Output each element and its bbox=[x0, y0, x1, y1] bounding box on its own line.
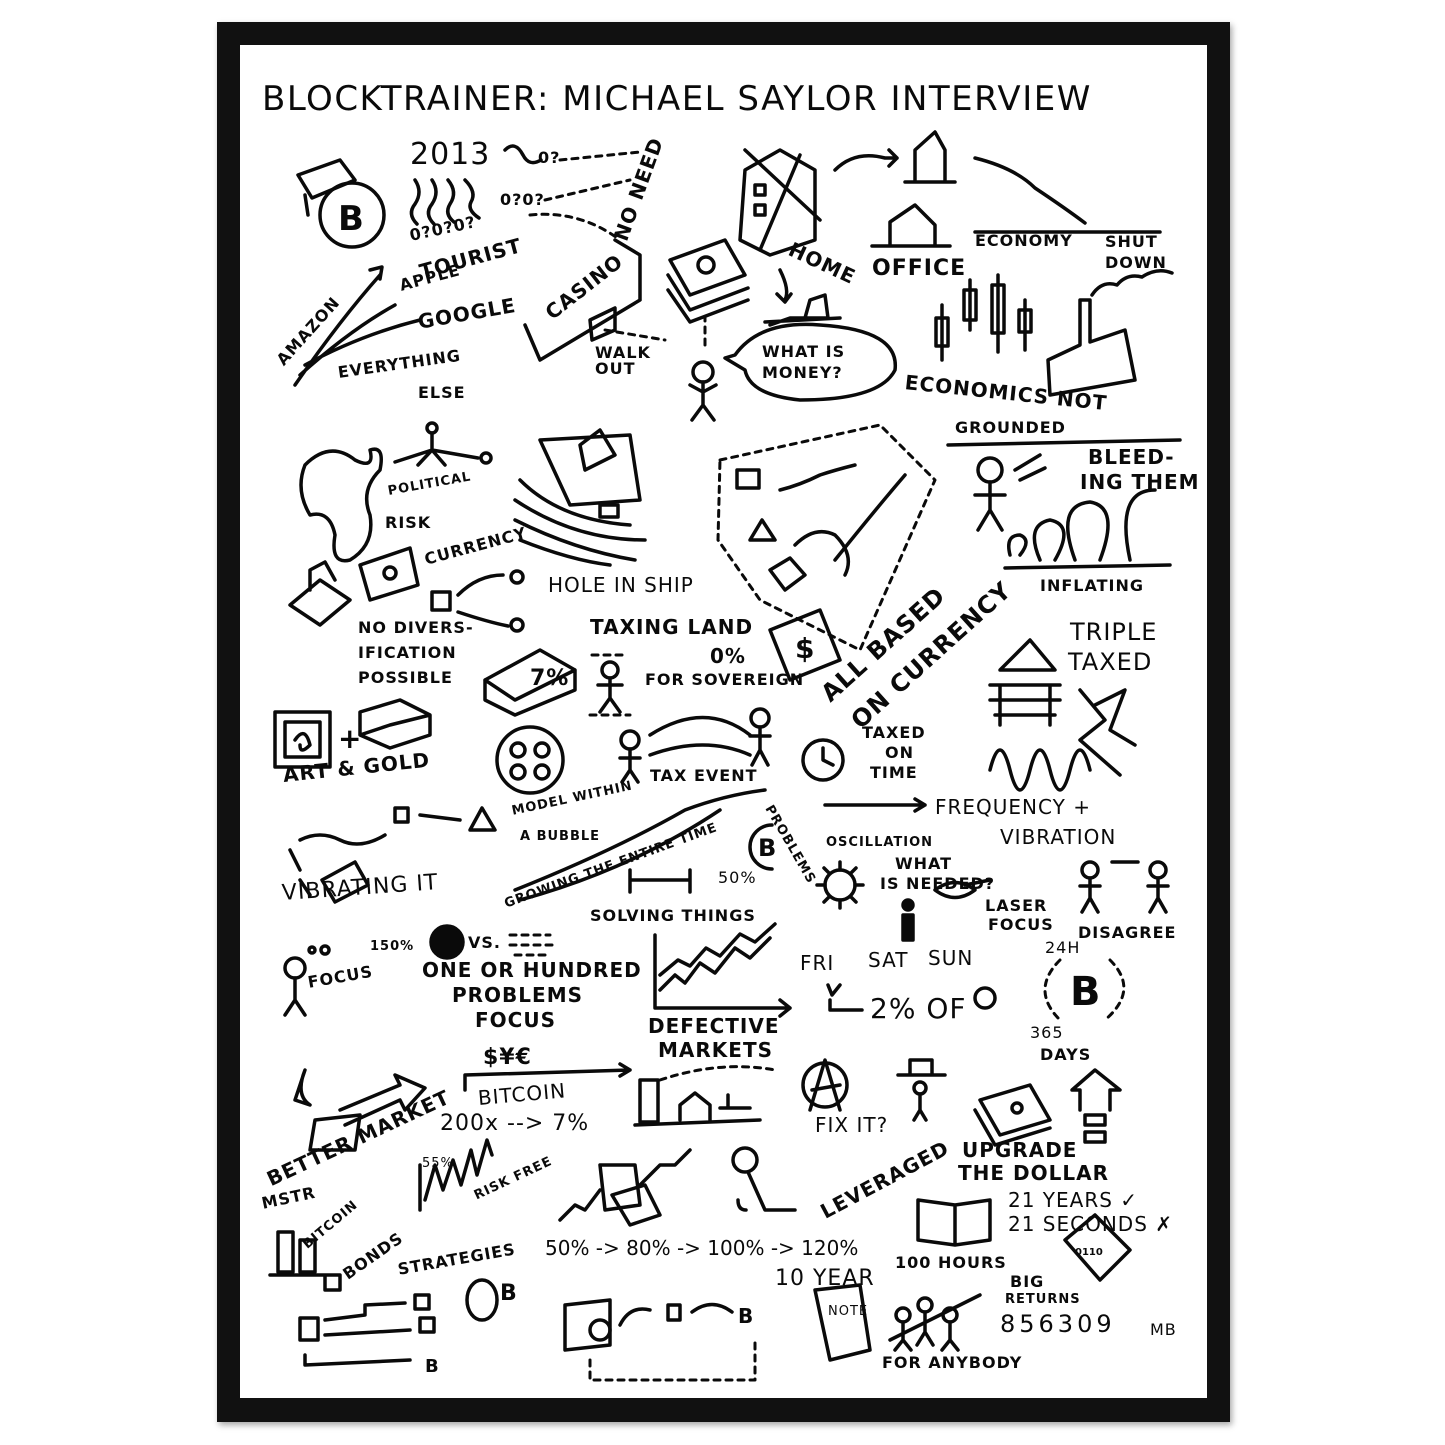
label-sat: SAT bbox=[868, 948, 909, 972]
label-2013: 2013 bbox=[410, 137, 491, 172]
label-21-seconds: 21 SECONDS ✗ bbox=[1008, 1212, 1174, 1236]
label-the-dollar: THE DOLLAR bbox=[958, 1161, 1109, 1185]
artist-signature: MB bbox=[1150, 1320, 1177, 1339]
label-economy: ECONOMY bbox=[975, 231, 1073, 250]
label-a-bubble: A BUBBLE bbox=[520, 829, 601, 844]
label-for-anybody: FOR ANYBODY bbox=[882, 1353, 1023, 1372]
label-hole-in-ship: HOLE IN SHIP bbox=[548, 573, 694, 597]
label-focus-2: FOCUS bbox=[475, 1008, 556, 1032]
label-what: WHAT bbox=[895, 854, 953, 873]
label-walk-out: WALK OUT bbox=[595, 343, 651, 378]
label-note: NOTE bbox=[828, 1304, 869, 1319]
label-percent-progression: 50% -> 80% -> 100% -> 120% bbox=[545, 1236, 859, 1260]
label-vs: VS. bbox=[468, 933, 501, 952]
label-office: OFFICE bbox=[872, 256, 967, 281]
label-laser: LASER bbox=[985, 896, 1048, 915]
label-is-needed: IS NEEDED? bbox=[880, 874, 996, 893]
label-zero-percent: 0% bbox=[710, 644, 746, 668]
label-problems-2: PROBLEMS bbox=[452, 983, 584, 1007]
label-oscillation: OSCILLATION bbox=[826, 835, 934, 850]
label-seven-percent: 7% bbox=[530, 666, 570, 691]
label-solving-things: SOLVING THINGS bbox=[590, 906, 756, 925]
label-disagree: DISAGREE bbox=[1078, 923, 1177, 942]
label-sun: SUN bbox=[928, 946, 974, 970]
label-taxed: TAXED bbox=[1068, 648, 1153, 676]
label-inflating: INFLATING bbox=[1040, 576, 1144, 595]
label-856309: 856309 bbox=[1000, 1310, 1116, 1338]
label-two-percent-of: 2% OF bbox=[870, 992, 967, 1025]
label-21-years: 21 YEARS ✓ bbox=[1008, 1188, 1139, 1212]
label-taxed-on-time-3: TIME bbox=[870, 763, 918, 782]
label-question-row-3: 0?0? bbox=[500, 190, 545, 209]
label-upgrade: UPGRADE bbox=[962, 1138, 1078, 1162]
label-defective: DEFECTIVE bbox=[648, 1014, 780, 1038]
label-question-row-2: 0? bbox=[538, 148, 561, 167]
label-10-year: 10 YEAR bbox=[775, 1266, 875, 1291]
label-shut-down: SHUT DOWN bbox=[1105, 232, 1167, 272]
label-triple: TRIPLE bbox=[1070, 618, 1158, 646]
label-taxed-on-time-2: ON bbox=[885, 743, 914, 762]
label-tax-event: TAX EVENT bbox=[650, 766, 758, 785]
label-100-hours: 100 HOURS bbox=[895, 1253, 1007, 1272]
label-55-percent: 55% bbox=[422, 1156, 454, 1171]
label-possible: POSSIBLE bbox=[358, 668, 453, 687]
label-ing-them: ING THEM bbox=[1080, 470, 1200, 494]
label-200x-7percent: 200x --> 7% bbox=[440, 1111, 590, 1136]
label-days: DAYS bbox=[1040, 1045, 1092, 1064]
label-currency-symbols: $¥€ bbox=[483, 1045, 532, 1070]
label-markets: MARKETS bbox=[658, 1038, 773, 1062]
label-for-sovereign: FOR SOVEREIGN bbox=[645, 670, 805, 689]
label-24h: 24H bbox=[1045, 938, 1081, 957]
label-150-percent: 150% bbox=[370, 939, 415, 954]
label-vibration: VIBRATION bbox=[1000, 825, 1117, 849]
label-365: 365 bbox=[1030, 1023, 1064, 1042]
poster-title: BLOCKTRAINER: MICHAEL SAYLOR INTERVIEW bbox=[262, 79, 1092, 119]
label-fix-it: FIX IT? bbox=[815, 1113, 889, 1137]
label-ification: IFICATION bbox=[358, 643, 457, 662]
label-what-is-money: WHAT IS MONEY? bbox=[762, 342, 846, 382]
label-frequency: FREQUENCY + bbox=[935, 795, 1091, 819]
label-returns: RETURNS bbox=[1005, 1292, 1081, 1307]
label-fifty-percent: 50% bbox=[718, 868, 757, 887]
label-one-or-hundred: ONE OR HUNDRED bbox=[422, 958, 642, 982]
label-fri: FRI bbox=[800, 951, 835, 975]
label-no-divers: NO DIVERS- bbox=[358, 618, 474, 637]
label-taxed-on-time-1: TAXED bbox=[862, 723, 926, 742]
label-laser-focus: FOCUS bbox=[988, 915, 1054, 934]
label-risk: RISK bbox=[385, 513, 432, 532]
label-bleeding: BLEED- bbox=[1088, 445, 1175, 469]
label-else: ELSE bbox=[418, 383, 466, 402]
label-grounded: GROUNDED bbox=[955, 418, 1066, 437]
label-big: BIG bbox=[1010, 1272, 1045, 1291]
label-taxing-land: TAXING LAND bbox=[590, 615, 754, 639]
